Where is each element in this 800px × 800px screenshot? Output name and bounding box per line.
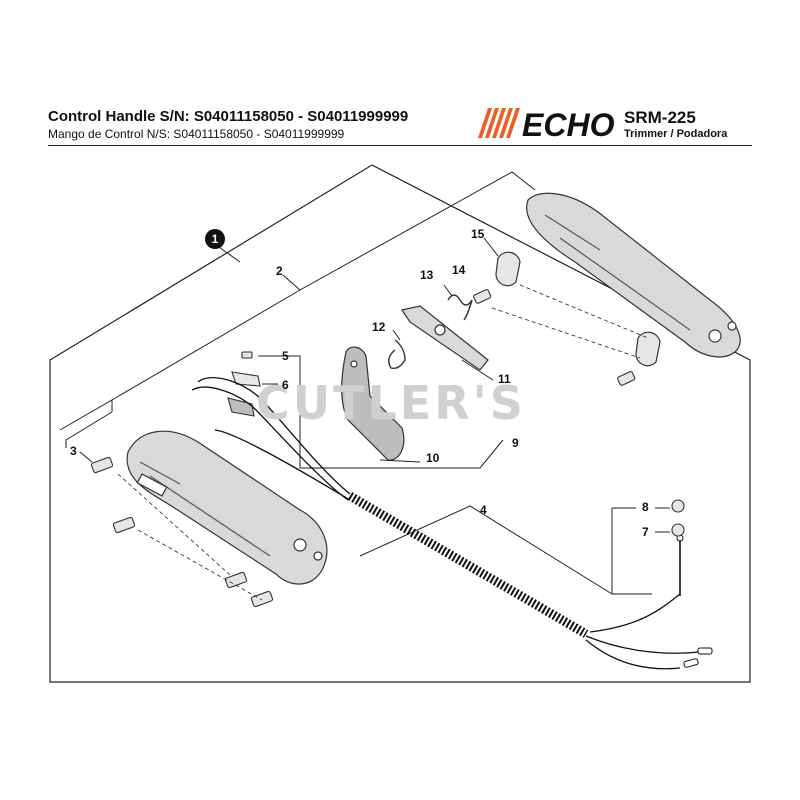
diagram-frame [49, 164, 751, 683]
callout-5-leader [258, 355, 301, 400]
model-number: SRM-225 [624, 108, 696, 127]
throttle-trigger-part [341, 346, 405, 461]
lever-part [401, 305, 489, 371]
callout-3-leader [65, 411, 113, 448]
handle-half-right [526, 192, 741, 358]
logo-wordmark: ECHO [522, 107, 615, 140]
callout-6: 6 [282, 378, 289, 392]
callout-12: 12 [372, 320, 386, 334]
clamp-part [495, 251, 661, 367]
cable-assembly [191, 377, 351, 501]
screw-part [473, 289, 636, 386]
callout-9: 9 [512, 436, 519, 450]
callout-7: 7 [642, 525, 649, 539]
callout-10: 10 [426, 451, 440, 465]
header-divider [48, 145, 752, 146]
callout-11: 11 [498, 372, 511, 386]
callout-13: 13 [420, 268, 434, 282]
page-subtitle: Mango de Control N/S: S04011158050 - S04… [48, 127, 345, 141]
nut-parts [671, 499, 685, 537]
echo-logo: ECHO [478, 107, 615, 140]
assembly-badge: 1 [205, 229, 225, 249]
callout-4: 4 [480, 503, 487, 517]
spring-part [447, 294, 473, 321]
handle-half-left [126, 430, 328, 585]
bolt-parts [90, 456, 274, 608]
callout-5: 5 [282, 349, 289, 363]
callout-3: 3 [70, 444, 77, 458]
cable-terminal [697, 647, 713, 655]
product-type: Trimmer / Podadora [624, 128, 728, 140]
page-title: Control Handle S/N: S04011158050 - S0401… [48, 108, 409, 125]
assembly-bracket [59, 399, 113, 431]
cable-sheath [347, 492, 589, 638]
callout-15: 15 [471, 227, 485, 241]
callout-4-leader [359, 505, 613, 595]
callout-2: 2 [276, 264, 283, 278]
bracket-6-box [299, 400, 440, 469]
torsion-spring-part [388, 339, 406, 370]
switch-parts [227, 351, 261, 417]
callout-8: 8 [642, 500, 649, 514]
watermark: CUTLER'S [256, 376, 526, 430]
callout-14: 14 [452, 263, 466, 277]
bracket-9 [445, 439, 504, 469]
bracket-7-8 [611, 508, 652, 595]
cable-ends [585, 593, 701, 670]
assembly-bracket-top [111, 171, 536, 401]
